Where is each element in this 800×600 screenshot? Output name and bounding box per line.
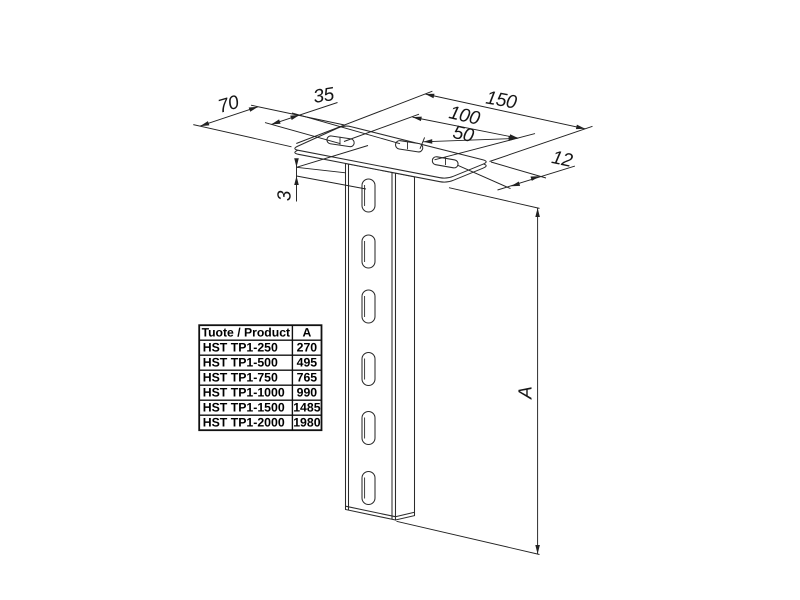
svg-text:1485: 1485 <box>293 400 321 414</box>
svg-text:HST TP1-500: HST TP1-500 <box>203 355 278 369</box>
svg-text:765: 765 <box>297 370 318 384</box>
svg-text:990: 990 <box>297 385 318 399</box>
svg-text:1980: 1980 <box>293 415 321 429</box>
svg-text:HST TP1-1000: HST TP1-1000 <box>203 385 285 399</box>
svg-text:A: A <box>516 387 537 400</box>
svg-text:35: 35 <box>312 84 336 108</box>
svg-text:HST TP1-250: HST TP1-250 <box>203 340 278 354</box>
svg-text:HST TP1-750: HST TP1-750 <box>203 370 278 384</box>
svg-text:A: A <box>302 325 311 339</box>
svg-text:HST TP1-2000: HST TP1-2000 <box>203 415 285 429</box>
svg-text:Tuote / Product: Tuote / Product <box>202 325 290 339</box>
svg-text:3: 3 <box>275 190 296 201</box>
svg-text:HST TP1-1500: HST TP1-1500 <box>203 400 285 414</box>
svg-text:495: 495 <box>297 355 318 369</box>
svg-text:270: 270 <box>297 340 318 354</box>
